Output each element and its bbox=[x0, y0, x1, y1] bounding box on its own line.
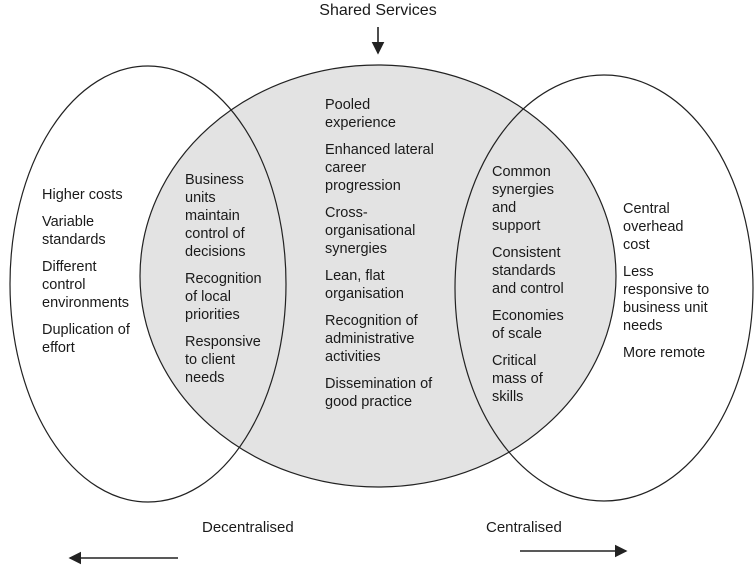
decentralised-label: Decentralised bbox=[202, 519, 294, 536]
right-only-list: Central overhead cost Less responsive to… bbox=[623, 200, 709, 371]
center-ellipse bbox=[139, 64, 617, 488]
right-overlap-item: Common synergies and support bbox=[492, 164, 555, 234]
right-overlap-list: Common synergies and support Consistent … bbox=[492, 163, 564, 415]
left-item: Different control environments bbox=[42, 259, 130, 311]
left-overlap-list: Business units maintain control of decis… bbox=[185, 171, 262, 396]
centralised-label: Centralised bbox=[486, 519, 562, 536]
center-item: Recognition of administrative activities bbox=[325, 313, 418, 365]
right-item: More remote bbox=[623, 345, 706, 361]
center-item: Cross- organisational synergies bbox=[325, 205, 416, 257]
left-overlap-item: Responsive to client needs bbox=[185, 334, 261, 386]
right-overlap-item: Critical mass of skills bbox=[492, 353, 543, 405]
left-only-list: Higher costs Variable standards Differen… bbox=[42, 186, 130, 366]
right-overlap-item: Consistent standards and control bbox=[492, 245, 564, 297]
center-list: Pooled experience Enhanced lateral caree… bbox=[325, 96, 434, 420]
left-overlap-item: Recognition of local priorities bbox=[185, 271, 262, 323]
center-item: Dissemination of good practice bbox=[325, 376, 433, 410]
right-ellipse bbox=[454, 74, 754, 502]
left-item: Higher costs bbox=[42, 187, 123, 203]
left-item: Duplication of effort bbox=[42, 322, 130, 356]
center-item: Enhanced lateral career progression bbox=[325, 142, 434, 194]
left-ellipse bbox=[9, 65, 287, 503]
right-overlap-item: Economies of scale bbox=[492, 308, 564, 342]
center-item: Pooled experience bbox=[325, 97, 396, 131]
left-overlap-item: Business units maintain control of decis… bbox=[185, 172, 246, 260]
right-item: Less responsive to business unit needs bbox=[623, 264, 710, 334]
left-item: Variable standards bbox=[42, 214, 106, 248]
right-item: Central overhead cost bbox=[623, 201, 684, 253]
center-item: Lean, flat organisation bbox=[325, 268, 404, 302]
diagram-title: Shared Services bbox=[319, 2, 437, 19]
